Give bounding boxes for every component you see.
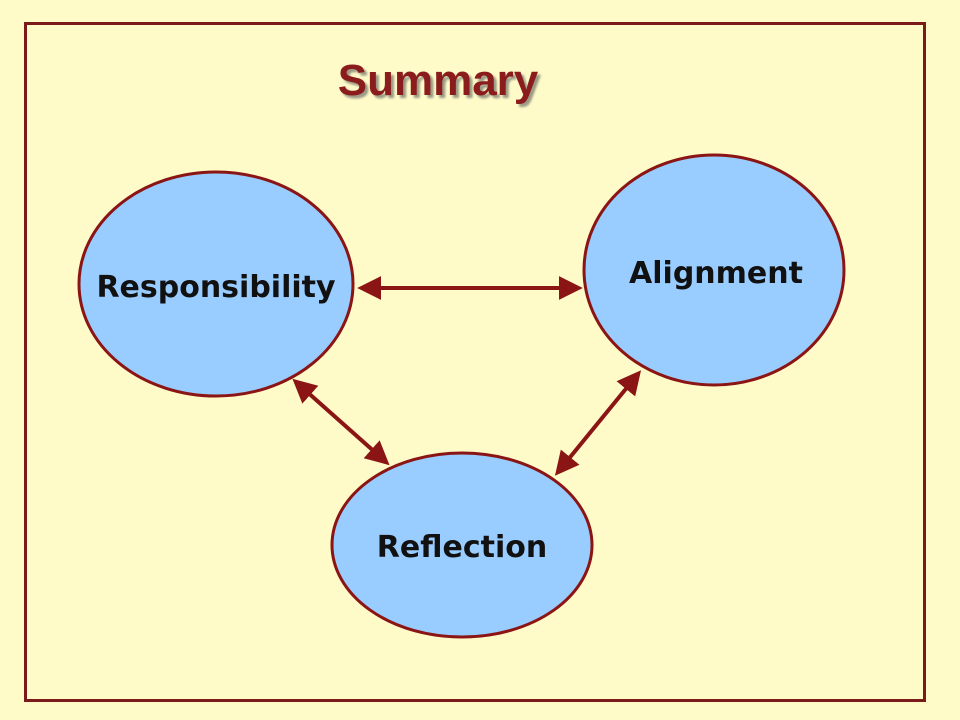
- node-responsibility-label: Responsibility: [96, 270, 336, 305]
- slide-frame: [24, 22, 926, 702]
- node-alignment-label: Alignment: [629, 256, 803, 291]
- node-reflection: Reflection: [330, 451, 594, 639]
- arrow-responsibility-reflection: [292, 378, 390, 466]
- node-reflection-label: Reflection: [377, 530, 547, 565]
- arrow-alignment-reflection: [554, 370, 642, 476]
- node-responsibility: Responsibility: [77, 170, 355, 398]
- slide-title: Summary: [337, 56, 539, 105]
- node-alignment: Alignment: [582, 153, 846, 387]
